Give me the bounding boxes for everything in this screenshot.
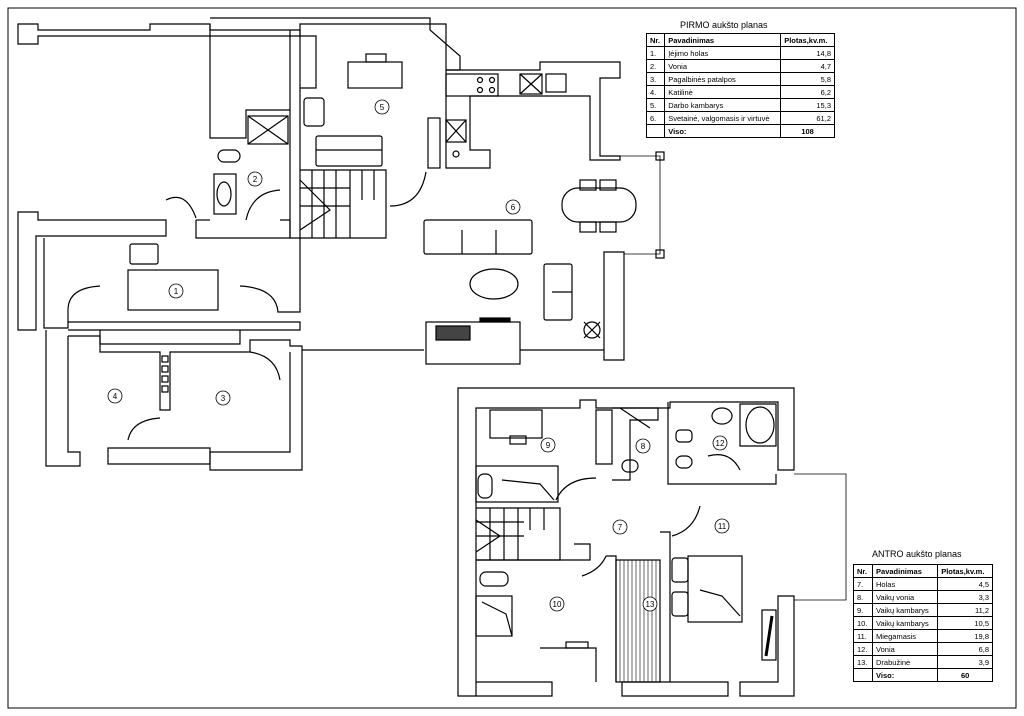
- table-header-row: Nr. Pavadinimas Plotas,kv.m.: [645, 33, 835, 47]
- cell-nr: 7.: [852, 577, 874, 591]
- cell-nr: 10.: [852, 616, 874, 630]
- col-nr: Nr.: [852, 564, 874, 578]
- col-area: Plotas,kv.m.: [780, 33, 835, 47]
- cell-area: 19,8: [937, 629, 993, 643]
- cell-nr: 2.: [645, 59, 666, 73]
- cell-name: Vaikų kambarys: [872, 616, 939, 630]
- total-row: Viso:108: [645, 124, 835, 138]
- room-label-2: 2: [253, 175, 258, 184]
- first-floor-area-table: Nr. Pavadinimas Plotas,kv.m. 1.Įėjimo ho…: [645, 33, 835, 138]
- cell-name: Vaikų kambarys: [872, 603, 939, 617]
- cell-nr: 6.: [645, 111, 666, 125]
- cell-area: 3,3: [937, 590, 993, 604]
- total-value: 60: [937, 668, 993, 682]
- cell-name: Katilinė: [664, 85, 782, 99]
- cell-name: Miegamasis: [872, 629, 939, 643]
- room-label-3: 3: [221, 394, 226, 403]
- cell-name: Vonia: [664, 59, 782, 73]
- cell-nr: 11.: [852, 629, 874, 643]
- cell-name: Drabužinė: [872, 655, 939, 669]
- cell-nr: 5.: [645, 98, 666, 112]
- cell-empty: [852, 668, 874, 682]
- second-floor-plan: [457, 387, 847, 697]
- room-label-8: 8: [641, 442, 646, 451]
- col-nr: Nr.: [645, 33, 666, 47]
- second-floor-room-markers: 7 8 9 10 11 12 13: [540, 435, 730, 612]
- cell-name: Pagalbinės patalpos: [664, 72, 782, 86]
- cell-name: Vaikų vonia: [872, 590, 939, 604]
- cell-nr: 3.: [645, 72, 666, 86]
- col-name: Pavadinimas: [664, 33, 782, 47]
- room-label-6: 6: [511, 203, 516, 212]
- room-label-11: 11: [718, 522, 727, 531]
- cell-area: 4,5: [937, 577, 993, 591]
- room-label-9: 9: [546, 441, 551, 450]
- first-floor-title: PIRMO aukšto planas: [680, 20, 768, 30]
- cell-area: 4,7: [780, 59, 835, 73]
- cell-name: Vonia: [872, 642, 939, 656]
- cell-nr: 4.: [645, 85, 666, 99]
- cell-area: 11,2: [937, 603, 993, 617]
- col-name: Pavadinimas: [872, 564, 939, 578]
- room-label-7: 7: [618, 523, 623, 532]
- cell-empty: [645, 124, 666, 138]
- first-floor-room-markers: 1 2 3 4 5 6: [107, 99, 521, 406]
- cell-area: 5,8: [780, 72, 835, 86]
- total-label: Viso:: [664, 124, 782, 138]
- room-label-4: 4: [113, 392, 118, 401]
- cell-nr: 12.: [852, 642, 874, 656]
- room-label-12: 12: [716, 439, 725, 448]
- cell-name: Darbo kambarys: [664, 98, 782, 112]
- cell-name: Holas: [872, 577, 939, 591]
- cell-nr: 8.: [852, 590, 874, 604]
- second-floor-title: ANTRO aukšto planas: [872, 549, 962, 559]
- cell-nr: 13.: [852, 655, 874, 669]
- cell-nr: 9.: [852, 603, 874, 617]
- total-value: 108: [780, 124, 835, 138]
- cell-area: 15,3: [780, 98, 835, 112]
- cell-nr: 1.: [645, 46, 666, 60]
- room-label-5: 5: [380, 103, 385, 112]
- total-row: Viso:60: [852, 668, 993, 682]
- room-label-13: 13: [646, 600, 655, 609]
- cell-area: 61,2: [780, 111, 835, 125]
- cell-name: Įėjimo holas: [664, 46, 782, 60]
- table-header-row: Nr. Pavadinimas Plotas,kv.m.: [852, 564, 993, 578]
- cell-area: 3,9: [937, 655, 993, 669]
- total-label: Viso:: [872, 668, 939, 682]
- cell-area: 14,8: [780, 46, 835, 60]
- first-floor-plan: [17, 17, 665, 471]
- cell-area: 6,2: [780, 85, 835, 99]
- cell-area: 6,8: [937, 642, 993, 656]
- cell-area: 10,5: [937, 616, 993, 630]
- room-label-10: 10: [553, 600, 562, 609]
- cell-name: Svetainė, valgomasis ir virtuvė: [664, 111, 782, 125]
- col-area: Plotas,kv.m.: [937, 564, 993, 578]
- room-label-1: 1: [174, 287, 179, 296]
